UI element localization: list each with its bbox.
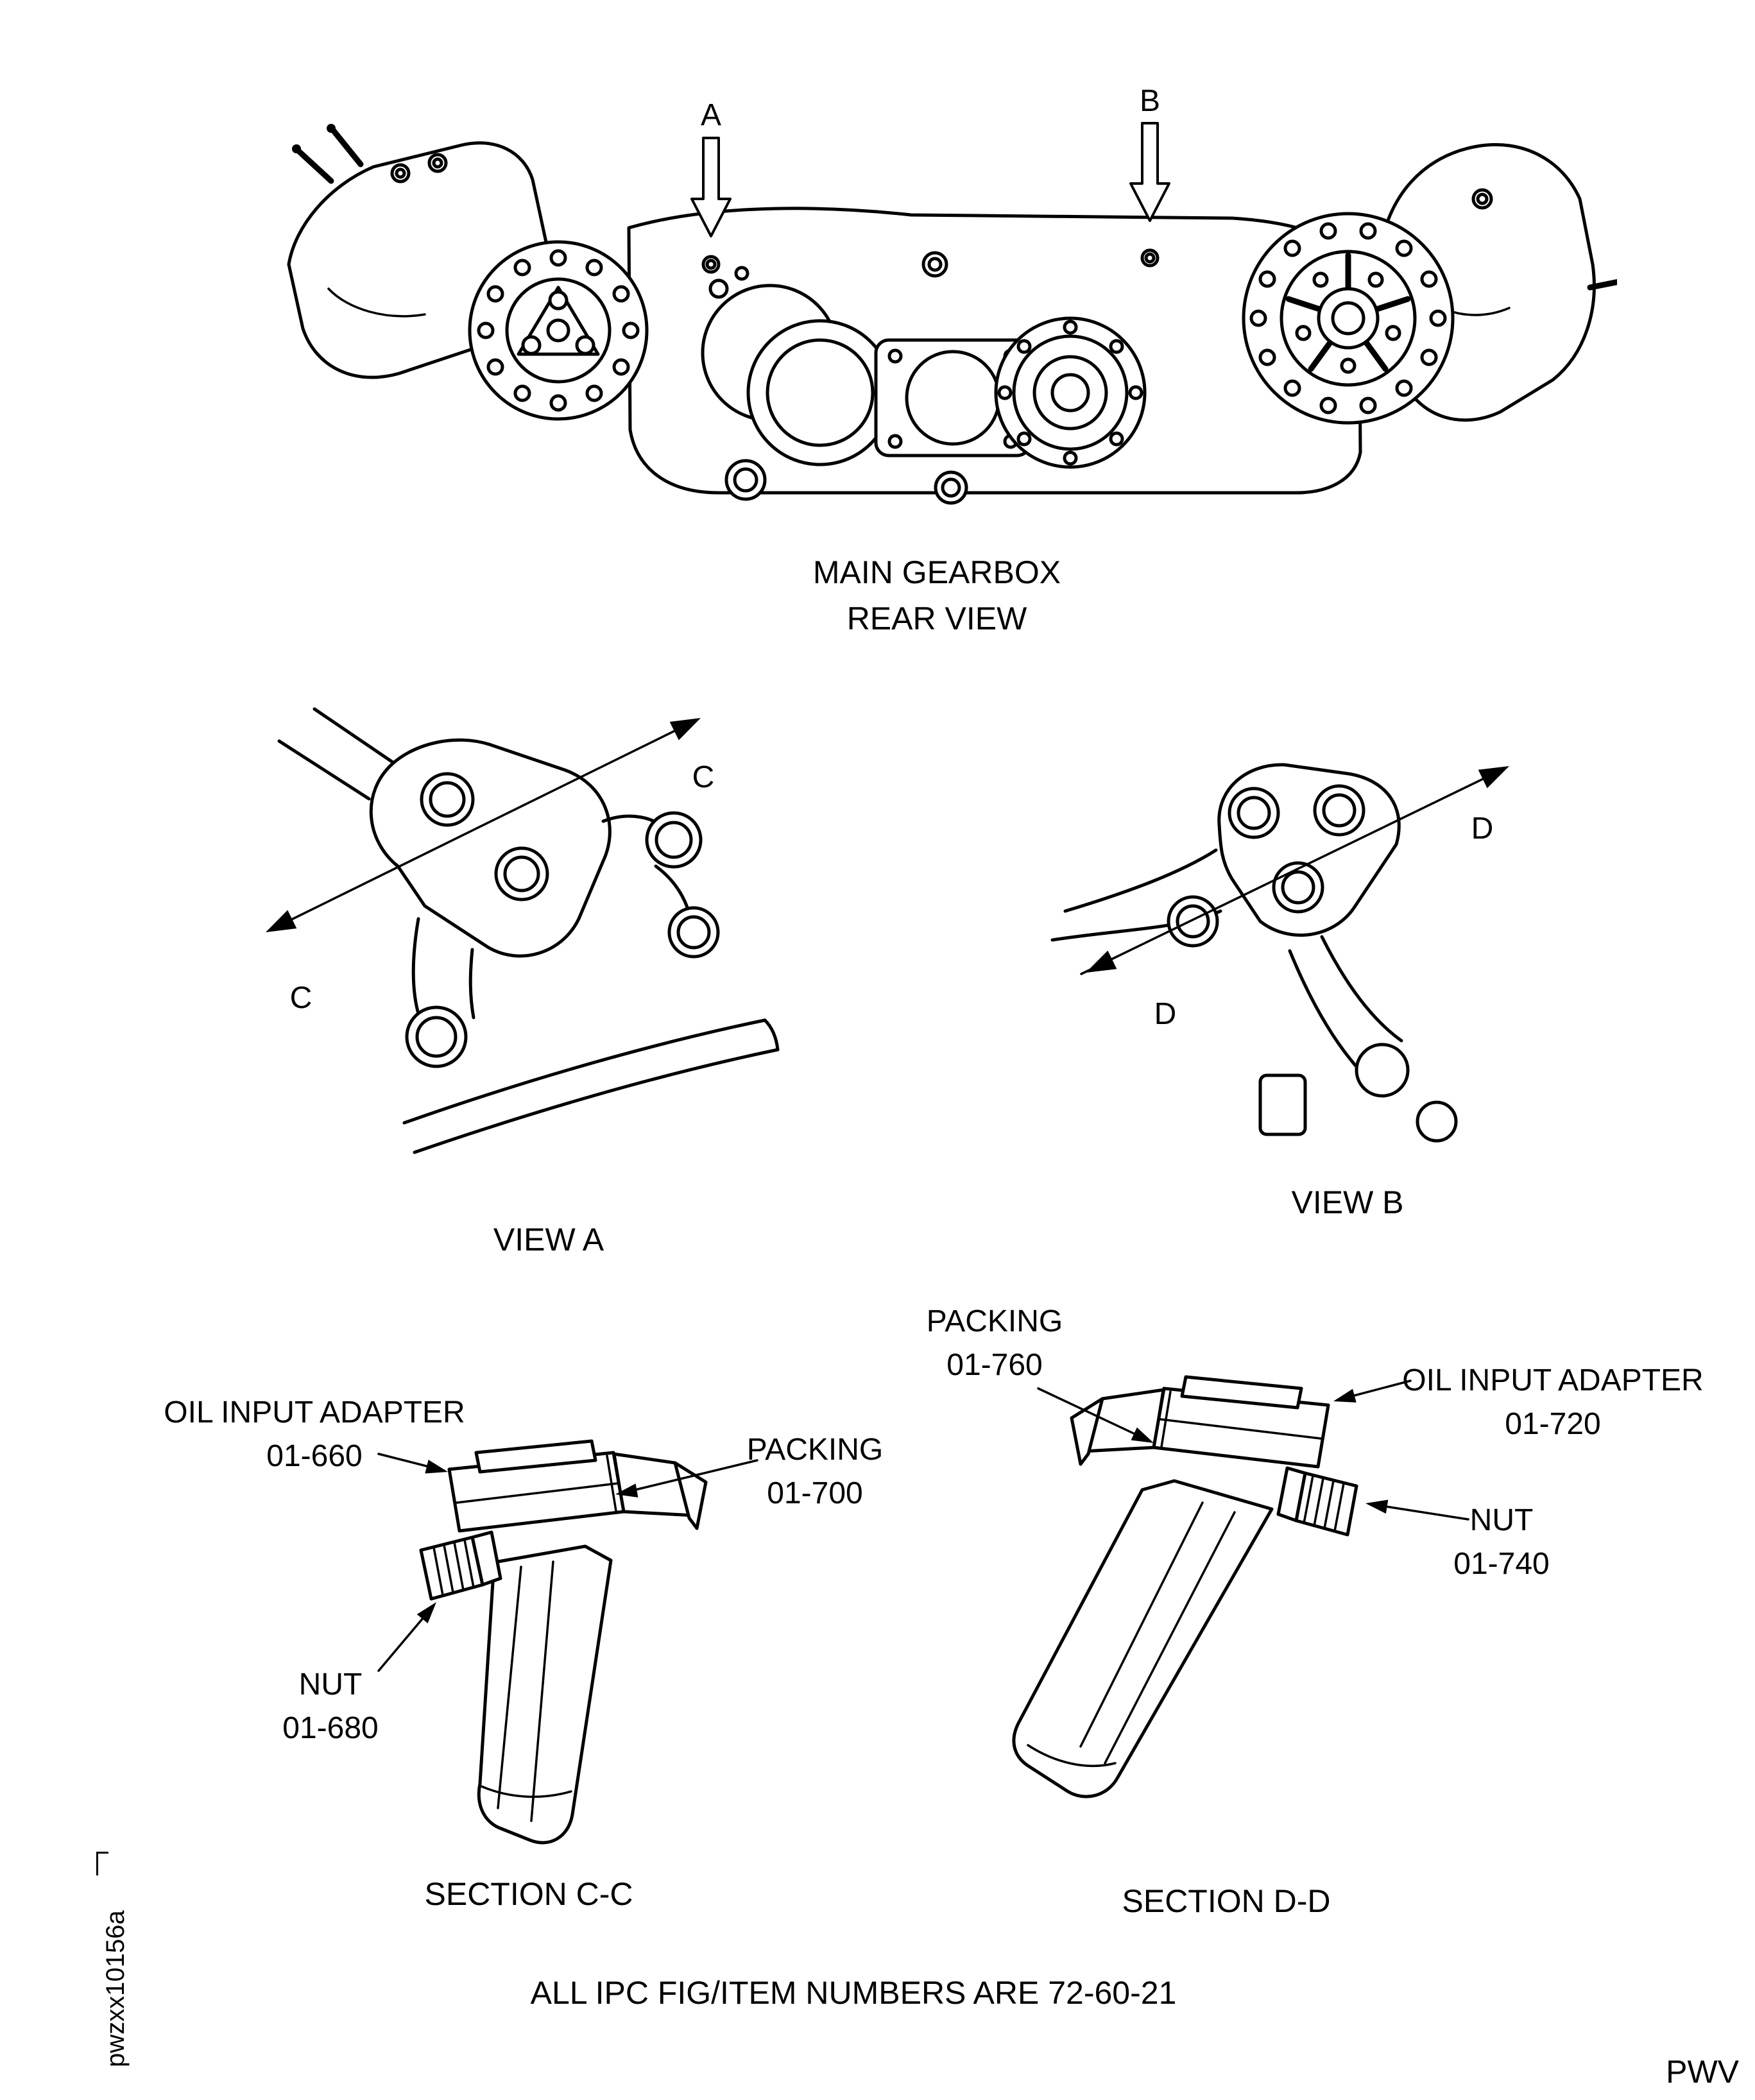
- arrow-b-label: B: [1139, 84, 1160, 118]
- dd-adapter-number: 01-720: [1505, 1407, 1601, 1441]
- section-arrow-d-top-icon: [1478, 766, 1509, 789]
- leader-arrow-adapter-icon: [1333, 1388, 1357, 1403]
- dd-adapter-label: OIL INPUT ADAPTER 01-720: [1367, 1359, 1739, 1446]
- dd-oil-input-adapter: [1152, 1375, 1330, 1469]
- view-a-flange-rim: [402, 1018, 780, 1154]
- center-plate: [874, 338, 1032, 457]
- section-marker-d-bottom: D: [1154, 997, 1177, 1031]
- cc-oil-input-adapter: [447, 1439, 626, 1533]
- section-dd-drawing: [1012, 1375, 1469, 1798]
- footer-note: ALL IPC FIG/ITEM NUMBERS ARE 72-60-21: [530, 1975, 1177, 2011]
- view-b-caption: VIEW B: [1291, 1184, 1404, 1220]
- mid-right-bore: [994, 316, 1147, 469]
- section-arrow-d-bottom-icon: [1086, 950, 1117, 973]
- section-cc-drawing: [377, 1439, 758, 1845]
- section-dd-caption: SECTION D-D: [1122, 1883, 1331, 1919]
- dd-nut-name: NUT: [1469, 1503, 1534, 1537]
- view-a-drawing: [266, 707, 780, 1154]
- drawing-id: pwzxx10156a: [101, 1910, 130, 2067]
- cc-nut-label: NUT 01-680: [212, 1663, 449, 1750]
- cc-adapter-label: OIL INPUT ADAPTER 01-660: [128, 1391, 501, 1478]
- section-arrow-c-top-icon: [669, 718, 701, 740]
- cc-adapter-number: 01-660: [266, 1439, 363, 1473]
- dd-adapter-name: OIL INPUT ADAPTER: [1402, 1363, 1704, 1397]
- dd-packing-name: PACKING: [926, 1304, 1063, 1338]
- arrow-a-icon: [690, 137, 732, 237]
- cc-support-arm: [477, 1544, 613, 1845]
- cc-nut-name: NUT: [298, 1668, 363, 1702]
- cc-nut: [419, 1530, 502, 1601]
- section-line-c: [266, 718, 701, 932]
- section-cc-caption: SECTION C-C: [424, 1876, 633, 1912]
- cc-leader-arrows: [377, 1453, 758, 1672]
- leader-arrow-adapter-icon: [425, 1460, 448, 1474]
- dd-support-arm: [1012, 1479, 1274, 1798]
- view-a-caption: VIEW A: [493, 1222, 604, 1258]
- section-marker-c-bottom: C: [289, 981, 312, 1015]
- dd-packing-label: PACKING 01-760: [853, 1300, 1136, 1387]
- dd-packing-number: 01-760: [946, 1348, 1043, 1382]
- main-view-caption-line1: MAIN GEARBOX: [812, 554, 1061, 590]
- view-a-bracket: [369, 738, 612, 958]
- arrow-b-icon: [1129, 122, 1170, 222]
- arrow-a-label: A: [700, 98, 721, 132]
- dd-nut: [1276, 1466, 1358, 1537]
- drawing-id-bracket: [96, 1852, 108, 1875]
- leader-arrow-nut-icon: [416, 1602, 436, 1624]
- view-b-drawing: [1050, 763, 1509, 1143]
- cc-packing-name: PACKING: [746, 1433, 884, 1467]
- main-gearbox-drawing: [287, 122, 1617, 505]
- dd-nut-number: 01-740: [1453, 1547, 1550, 1581]
- cc-adapter-name: OIL INPUT ADAPTER: [164, 1396, 465, 1430]
- view-b-bracket: [1217, 763, 1401, 937]
- cc-packing-number: 01-700: [767, 1476, 863, 1510]
- leader-arrow-packing-icon: [1131, 1427, 1154, 1443]
- dd-nut-label: NUT 01-740: [1386, 1499, 1617, 1586]
- section-marker-c-top: C: [692, 760, 715, 794]
- dd-leader-arrows: [1037, 1379, 1469, 1521]
- cc-packing-label: PACKING 01-700: [693, 1428, 937, 1515]
- section-arrow-c-bottom-icon: [266, 910, 297, 932]
- left-flange: [468, 240, 649, 421]
- leader-arrow-nut-icon: [1365, 1499, 1389, 1514]
- page-code: PWV: [1666, 2054, 1739, 2090]
- leader-arrow-packing-icon: [615, 1483, 638, 1498]
- main-view-caption-line2: REAR VIEW: [846, 601, 1027, 636]
- mid-left-bores: [701, 266, 894, 466]
- main-view-caption: MAIN GEARBOX REAR VIEW: [680, 549, 1194, 642]
- section-marker-d-top: D: [1471, 812, 1494, 846]
- section-line-d: [1080, 766, 1509, 975]
- right-flange: [1242, 212, 1455, 425]
- cc-nut-number: 01-680: [282, 1711, 379, 1745]
